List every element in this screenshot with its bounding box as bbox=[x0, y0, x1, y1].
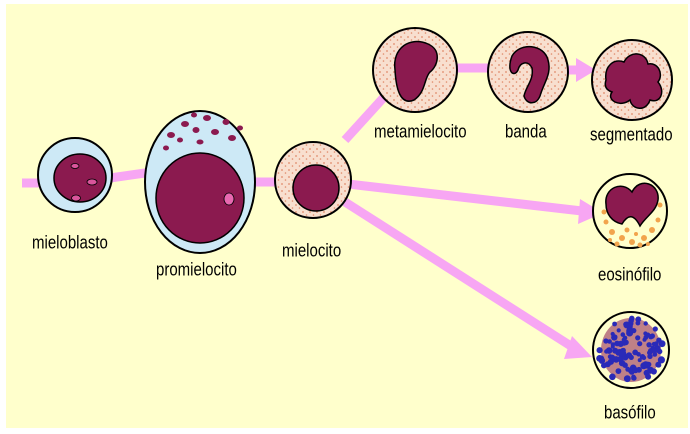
basophil-granule bbox=[609, 374, 616, 381]
label-mielocito: mielocito bbox=[282, 240, 341, 261]
label-metamielocito: metamielocito bbox=[374, 121, 467, 142]
basophil-granule bbox=[653, 326, 658, 331]
cell-banda bbox=[488, 32, 568, 112]
basophil-granule bbox=[645, 374, 651, 380]
basophil-granule bbox=[611, 332, 615, 336]
cell-mielocito bbox=[275, 142, 351, 218]
basophil-granule bbox=[624, 375, 631, 382]
basophil-granule bbox=[655, 348, 659, 352]
basophil-granule bbox=[635, 335, 640, 340]
basophil-granule bbox=[616, 368, 622, 374]
basophil-granule bbox=[629, 355, 634, 360]
basophil-granule bbox=[614, 341, 620, 347]
basophil-granule bbox=[644, 321, 648, 325]
basophil-granule bbox=[646, 342, 651, 347]
cell-promielocito bbox=[145, 111, 255, 253]
label-mieloblasto: mieloblasto bbox=[32, 232, 108, 253]
basophil-granule bbox=[647, 354, 652, 359]
basophil-granule bbox=[603, 338, 608, 343]
basophil-granule bbox=[637, 341, 642, 346]
basophil-granule bbox=[601, 363, 607, 369]
basophil-granule bbox=[632, 376, 637, 381]
basophil-granule bbox=[629, 316, 634, 321]
basophil-granule bbox=[654, 341, 659, 346]
arrow-mielocito-eosinofilo bbox=[348, 184, 582, 211]
cell-basofilo bbox=[593, 312, 669, 388]
label-basofilo: basófilo bbox=[604, 402, 656, 423]
cell-metamielocito bbox=[373, 28, 457, 112]
basophil-granule bbox=[658, 356, 665, 363]
basophil-granule bbox=[612, 322, 617, 327]
basophil-granule bbox=[642, 356, 646, 360]
cell-segmentado bbox=[592, 40, 672, 120]
basophil-granule bbox=[640, 362, 647, 369]
basophil-granule bbox=[608, 359, 614, 365]
label-segmentado: segmentado bbox=[590, 124, 673, 145]
basophil-granule bbox=[643, 335, 648, 340]
basophil-granule bbox=[597, 347, 603, 353]
basophil-granule bbox=[627, 323, 633, 329]
basophil-granule bbox=[657, 363, 662, 368]
cell-eosinofilo bbox=[593, 174, 667, 248]
arrow-mielocito-basofilo bbox=[345, 202, 574, 348]
basophil-granule bbox=[632, 368, 636, 372]
basophil-granule bbox=[650, 333, 655, 338]
basophil-granule bbox=[617, 328, 621, 332]
basophil-granule bbox=[622, 362, 628, 368]
label-banda: banda bbox=[505, 121, 547, 142]
basophil-granule bbox=[606, 347, 613, 354]
label-eosinofilo: eosinófilo bbox=[598, 264, 661, 285]
nucleus bbox=[54, 154, 106, 202]
label-promielocito: promielocito bbox=[156, 259, 237, 280]
nucleus bbox=[293, 165, 339, 211]
cell-mieloblasto bbox=[38, 138, 112, 212]
basophil-granule bbox=[616, 350, 622, 356]
basophil-granule bbox=[643, 331, 647, 335]
basophil-granule bbox=[623, 336, 628, 341]
basophil-granule bbox=[636, 321, 641, 326]
basophil-granule bbox=[647, 367, 654, 374]
